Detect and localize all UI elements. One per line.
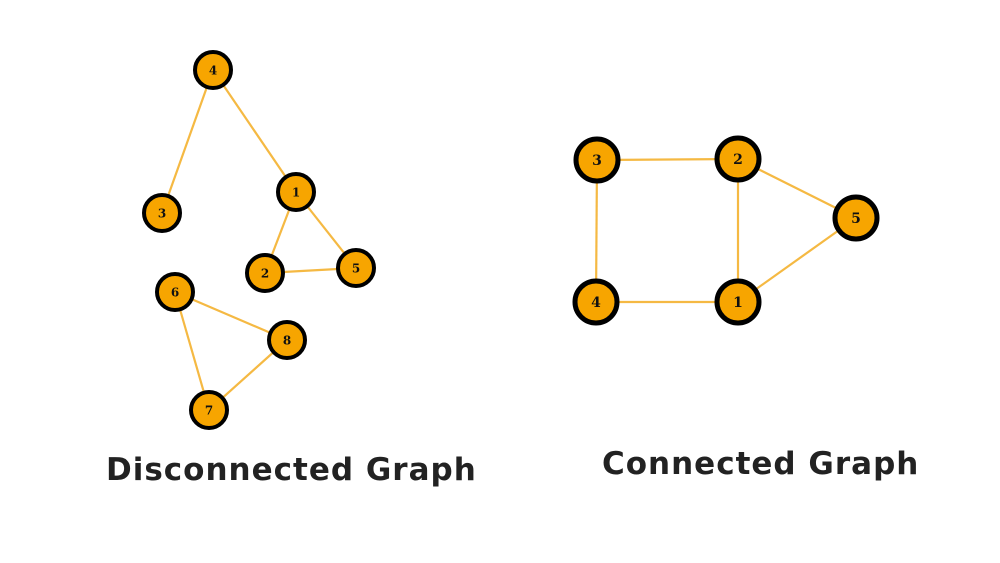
- node-circle: [336, 248, 376, 288]
- disconnected-graph: 4 3 1 2 5 6 8 7: [142, 50, 376, 430]
- edge-4-3: [160, 69, 215, 214]
- node-label: 2: [733, 152, 743, 168]
- node-5: 5: [336, 248, 376, 288]
- node-circle: [155, 272, 195, 312]
- node-circle: [193, 50, 233, 90]
- node-label: 1: [292, 185, 300, 199]
- node-circle: [714, 135, 762, 183]
- node-label: 6: [171, 285, 179, 299]
- node-label: 4: [591, 295, 601, 311]
- node-label: 5: [352, 261, 360, 275]
- node-3: 3: [573, 136, 621, 184]
- node-label: 3: [592, 153, 602, 169]
- node-8: 8: [267, 320, 307, 360]
- node-1: 1: [714, 278, 762, 326]
- node-2: 2: [245, 253, 285, 293]
- node-label: 5: [851, 211, 861, 227]
- connected-graph-title: Connected Graph: [602, 446, 920, 482]
- node-7: 7: [189, 390, 229, 430]
- node-circle: [267, 320, 307, 360]
- edge-4-1: [212, 69, 297, 193]
- node-circle: [276, 172, 316, 212]
- node-label: 4: [209, 63, 217, 77]
- node-4: 4: [572, 278, 620, 326]
- edge-1-5: [737, 217, 857, 303]
- edge-6-8: [174, 290, 288, 342]
- node-6: 6: [155, 272, 195, 312]
- disconnected-graph-title: Disconnected Graph: [106, 452, 477, 488]
- node-circle: [572, 278, 620, 326]
- node-circle: [189, 390, 229, 430]
- node-1: 1: [276, 172, 316, 212]
- edge-3-4: [594, 159, 599, 303]
- node-3: 3: [142, 193, 182, 233]
- node-circle: [573, 136, 621, 184]
- edge-3-2: [596, 157, 739, 162]
- node-label: 2: [261, 266, 269, 280]
- node-4: 4: [193, 50, 233, 90]
- node-circle: [714, 278, 762, 326]
- node-circle: [832, 194, 880, 242]
- node-label: 3: [158, 206, 166, 220]
- node-circle: [245, 253, 285, 293]
- connected-graph: 3 2 5 4 1: [572, 135, 880, 326]
- node-5: 5: [832, 194, 880, 242]
- node-label: 1: [733, 295, 743, 311]
- node-2: 2: [714, 135, 762, 183]
- edge-6-7: [173, 291, 211, 411]
- node-circle: [142, 193, 182, 233]
- node-label: 7: [205, 403, 213, 417]
- node-label: 8: [283, 333, 291, 347]
